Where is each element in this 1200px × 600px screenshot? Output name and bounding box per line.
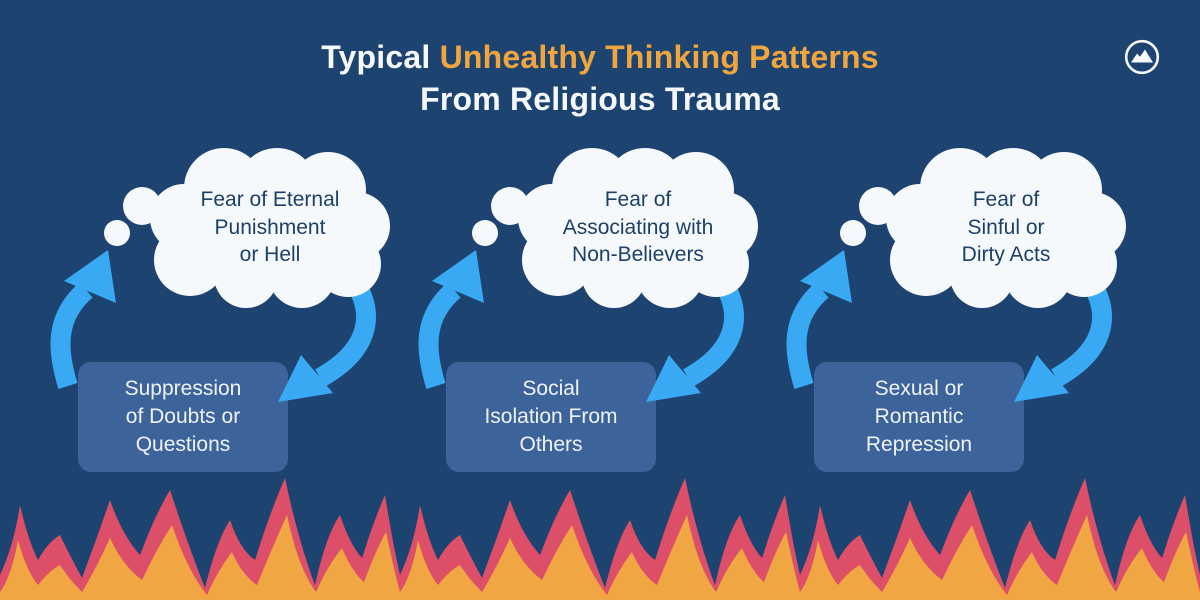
behavior-line: Social [522,377,580,401]
behavior-line: Romantic [874,405,964,429]
behavior-label: Suppression of Doubts or Questions [78,362,288,472]
thought-label: Fear of Eternal Punishment or Hell [158,186,382,269]
thinking-cycle-group-3: Fear of Sinful or Dirty Acts Sexual or R… [756,148,1136,478]
behavior-box [78,362,288,472]
cycle-up-arrowhead-icon [432,250,484,303]
behavior-line: Suppression [124,377,242,401]
cycle-down-arrowhead-icon [1014,355,1069,402]
thought-bubble-small [840,220,866,246]
thought-line: Punishment [214,215,326,239]
thought-bubble-large [123,187,161,225]
title-line-2: From Religious Trauma [420,81,780,118]
thought-line: Fear of [604,188,672,211]
cycle-up-arrowhead-icon [64,250,116,303]
cycle-shapes-1 [50,148,390,472]
cycle-up-arrow-shaft [50,282,93,390]
behavior-line: Sexual or [874,377,964,401]
flames-border [0,478,1200,600]
thought-line: Associating with [562,215,714,239]
cycle-shapes-3 [786,148,1126,472]
cycle-shapes-2 [418,148,758,472]
behavior-box [814,362,1024,472]
behavior-label: Social Isolation From Others [446,362,656,472]
thought-label: Fear of Sinful or Dirty Acts [894,186,1118,269]
cycle-down-arrowhead-icon [646,355,701,402]
behavior-line: Questions [135,432,231,456]
page-title: Typical Unhealthy Thinking Patterns From… [0,36,1200,120]
thought-bubble-small [104,220,130,246]
thought-line: or Hell [239,243,301,267]
thought-label: Fear of Associating with Non-Believers [526,186,750,269]
behavior-line: Isolation From [484,405,618,429]
thought-line: Non-Believers [572,243,704,267]
cycle-down-arrowhead-icon [278,355,333,402]
behavior-line: Repression [865,432,973,456]
thought-cloud [472,148,758,308]
cycle-up-arrow-shaft [786,282,829,390]
thinking-cycle-group-2: Fear of Associating with Non-Believers S… [388,148,768,478]
title-highlight: Unhealthy Thinking Patterns [439,39,879,75]
cycle-up-arrowhead-icon [800,250,852,303]
thought-bubble-large [859,187,897,225]
thought-line: Sinful or [967,215,1045,239]
thought-cloud [840,148,1126,308]
thought-cloud [104,148,390,308]
mountain-logo-icon [1124,39,1160,75]
title-prefix: Typical [321,39,431,75]
behavior-label: Sexual or Romantic Repression [814,362,1024,472]
cycle-up-arrow-shaft [418,282,461,390]
thought-line: Dirty Acts [961,243,1051,267]
thought-bubble-small [472,220,498,246]
behavior-line: of Doubts or [125,405,241,429]
behavior-line: Others [519,432,583,456]
thinking-cycle-group-1: Fear of Eternal Punishment or Hell Suppr… [20,148,400,478]
logo-mountain-glyph [1131,49,1153,63]
thought-line: Fear of Eternal [200,188,340,211]
thought-line: Fear of [972,188,1040,211]
title-line-1: Typical Unhealthy Thinking Patterns [0,36,1200,78]
logo-circle [1124,39,1160,75]
behavior-box [446,362,656,472]
thought-bubble-large [491,187,529,225]
